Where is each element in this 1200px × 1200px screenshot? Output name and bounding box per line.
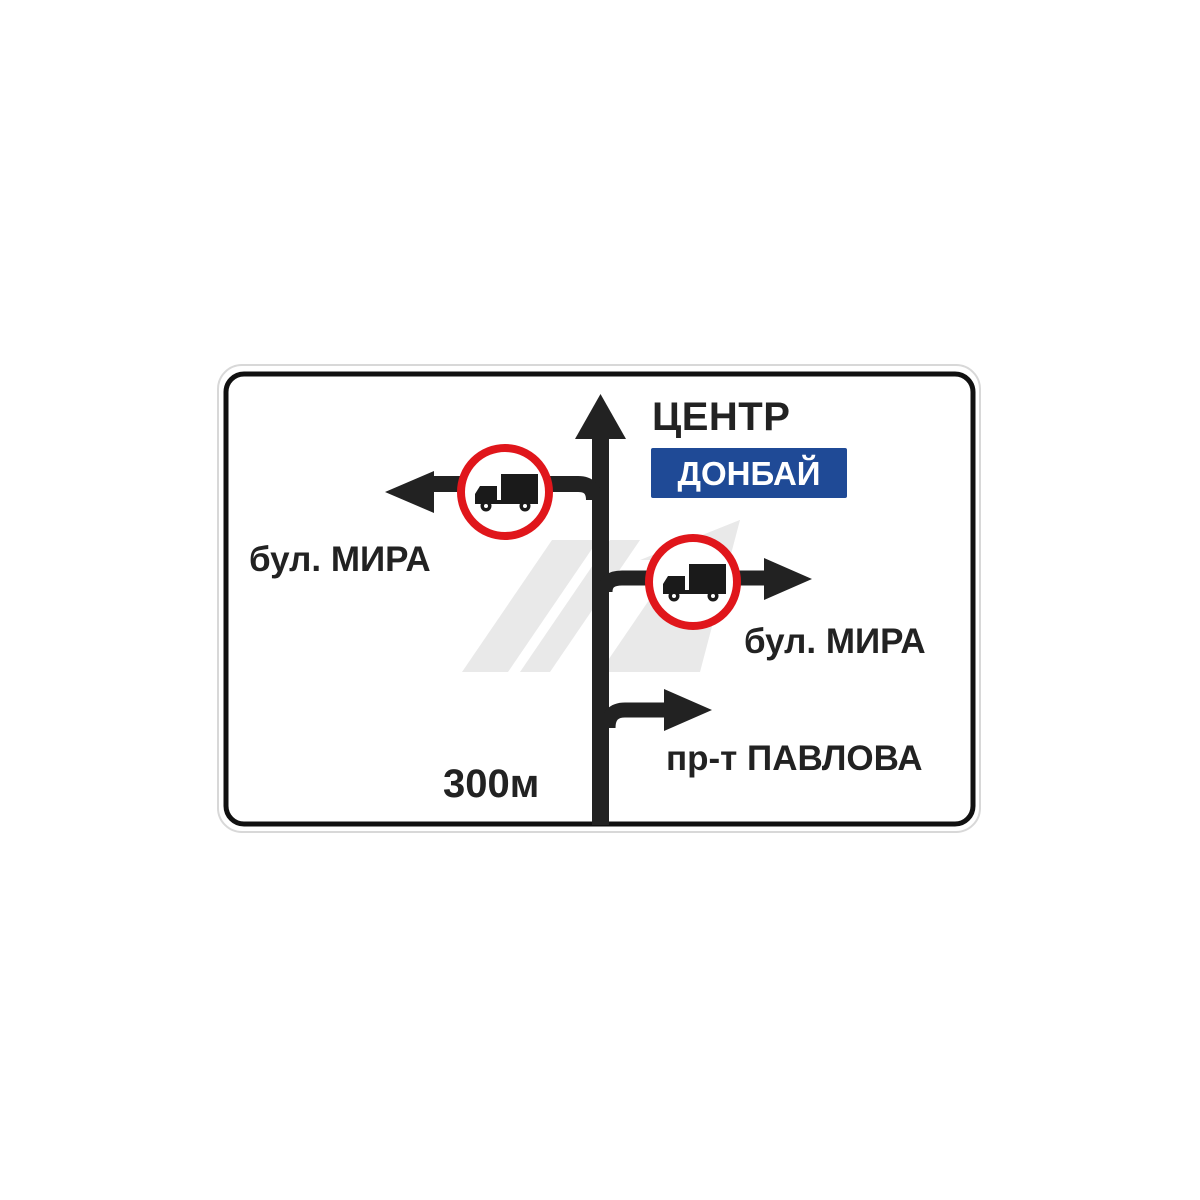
destination-straight-label: ЦЕНТР <box>652 395 791 439</box>
distance-label: 300м <box>443 762 540 806</box>
right-arrow-upper-icon <box>597 558 812 600</box>
destination-highlight-label: ДОНБАЙ <box>651 448 847 498</box>
no-trucks-icon <box>457 444 553 540</box>
no-trucks-icon <box>645 534 741 630</box>
left-street-label: бул. МИРА <box>249 540 431 579</box>
right-lower-street-label: пр-т ПАВЛОВА <box>666 739 923 778</box>
right-street-label: бул. МИРА <box>744 622 926 661</box>
left-arrow-icon <box>385 471 602 513</box>
right-arrow-lower-icon <box>600 689 712 731</box>
